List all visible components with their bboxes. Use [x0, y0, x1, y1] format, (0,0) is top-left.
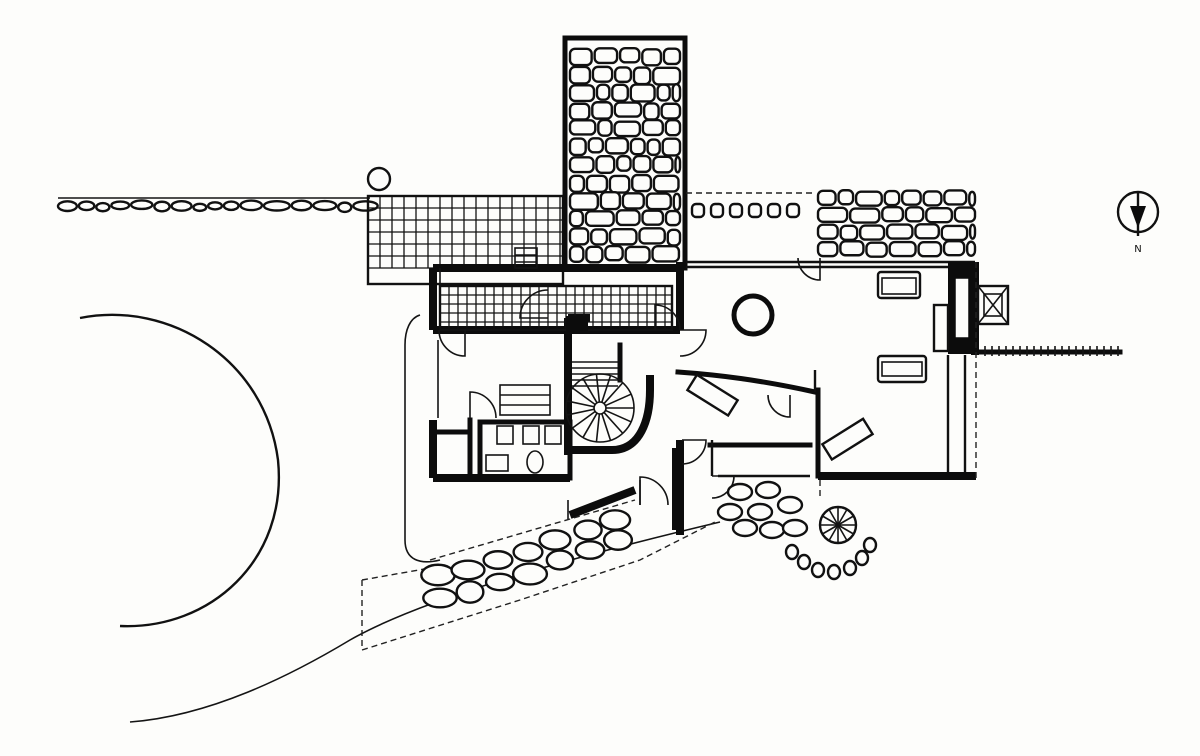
stone-chimney-tower: [562, 35, 688, 271]
garden-spiral-stair: [818, 505, 858, 545]
garden-lawn-arc: [79, 313, 281, 628]
north-arrow-icon: N: [1116, 190, 1160, 255]
armchair-south: [876, 354, 928, 384]
spiral-staircase: [565, 361, 635, 443]
stone-wall-south: [420, 499, 636, 609]
stone-wall-northeast: [816, 189, 977, 258]
stone-path-southeast: [716, 480, 878, 581]
straight-stairs: [499, 247, 551, 416]
side-cabinet: [932, 303, 950, 353]
east-balustrade: [975, 346, 1123, 356]
stone-wall-west: [56, 197, 379, 214]
pergola-grid: [366, 194, 565, 286]
daybed-living: [820, 417, 875, 462]
living-room-furniture: [685, 270, 950, 462]
garden-path-curve: [129, 521, 721, 723]
terrace-outline-dashed: [361, 521, 716, 651]
garden-lamp-circle: [366, 166, 392, 192]
kitchen-floor-grid: [438, 284, 674, 332]
armchair-north: [876, 270, 922, 300]
east-terrace-dashed: [819, 262, 977, 500]
stepping-stones-north: [690, 202, 801, 219]
round-table: [731, 293, 775, 337]
daybed-study: [685, 373, 740, 418]
compass-label: N: [1134, 244, 1141, 255]
